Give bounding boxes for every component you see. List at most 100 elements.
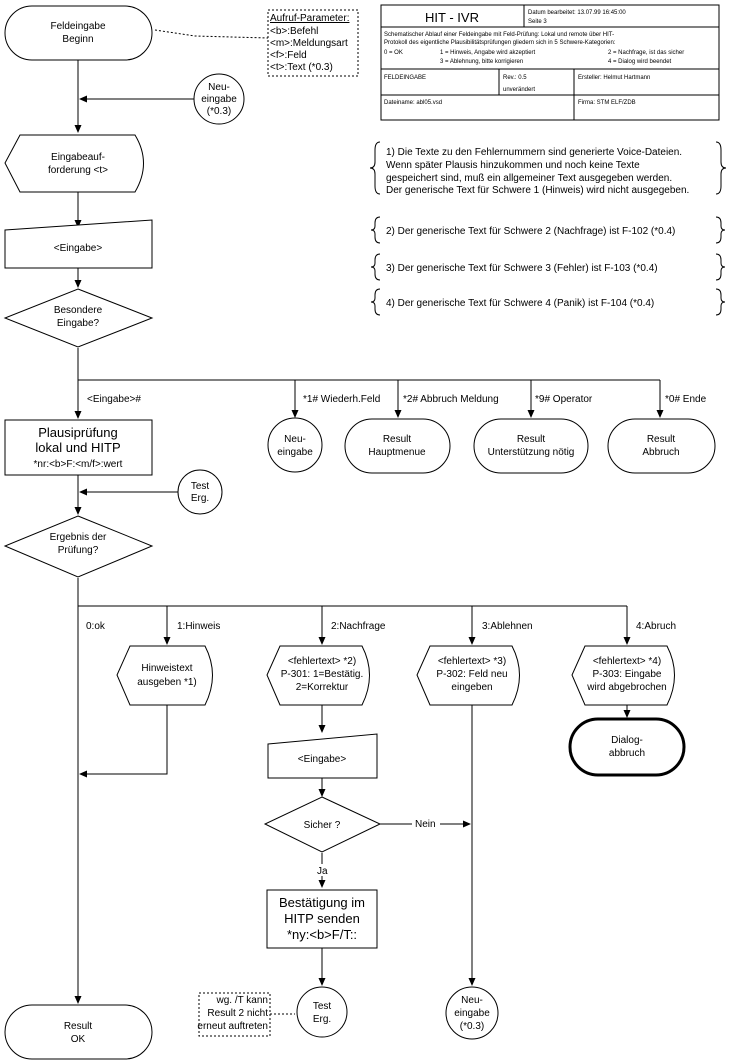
note-4-brace-right bbox=[715, 288, 726, 316]
ergebnis-label-2: Prüfung? bbox=[58, 545, 99, 556]
result-ok-2: OK bbox=[71, 1034, 86, 1045]
edge-hinweis-back bbox=[79, 705, 168, 778]
plaus-label-3: *nr:<b>F:<m/f>:wert bbox=[34, 459, 123, 470]
test-top-1: Test bbox=[191, 481, 210, 492]
test-bot-1: Test bbox=[313, 1001, 332, 1012]
edge-label-nachfrage: 2:Nachfrage bbox=[331, 621, 386, 632]
neueingabe-bottom-connector bbox=[445, 986, 499, 1040]
neueingabe-top-connector bbox=[193, 73, 245, 125]
legend-4: 4 = Dialog wird beendet bbox=[608, 59, 672, 65]
test-erg-bottom-connector bbox=[296, 986, 348, 1038]
start-label-2: Beginn bbox=[62, 34, 93, 45]
p303-display bbox=[571, 645, 675, 706]
result-abbruch-terminator bbox=[607, 418, 716, 474]
neueingabe-mid-2: eingabe bbox=[277, 447, 313, 458]
note-1-brace-right bbox=[715, 141, 727, 195]
legend-1: 1 = Hinweis, Angabe wird akzeptiert bbox=[440, 50, 536, 56]
edge-label-ja: Ja bbox=[317, 866, 328, 877]
test-bot-2: Erg. bbox=[313, 1014, 331, 1025]
header-section: FELDEINGABE bbox=[384, 75, 426, 81]
note-2-text: 2) Der generische Text für Schwere 2 (Na… bbox=[386, 226, 675, 237]
start-terminator bbox=[4, 5, 153, 61]
res-haupt-1: Result bbox=[383, 434, 412, 445]
params-line-1: <b>:Befehl bbox=[270, 26, 318, 37]
hinweistext-1: Hinweistext bbox=[141, 663, 192, 674]
res-abbruch-2: Abbruch bbox=[642, 447, 679, 458]
edge-label-hinweis: 1:Hinweis bbox=[177, 621, 220, 632]
bestaetigung-2: HITP senden bbox=[284, 911, 360, 926]
note-1-line-4: Der generische Text für Schwere 1 (Hinwe… bbox=[386, 185, 689, 196]
neueingabe-bot-3: (*0.3) bbox=[460, 1021, 484, 1032]
bestaetigung-process bbox=[266, 889, 378, 949]
res-unterst-1: Result bbox=[517, 434, 546, 445]
note-3-text: 3) Der generische Text für Schwere 3 (Fe… bbox=[386, 263, 658, 274]
eingabe-input-1 bbox=[4, 219, 153, 269]
bestaetigung-3: *ny:<b>F/T:: bbox=[287, 927, 357, 942]
neueingabe-top-1: Neu- bbox=[208, 82, 230, 93]
legend-2: 2 = Nachfrage, ist das sicher bbox=[608, 50, 684, 56]
dialog-abbruch-2: abbruch bbox=[609, 748, 645, 759]
bestaetigung-1: Bestätigung im bbox=[279, 895, 365, 910]
header-desc-2: Protokoll des eigentliche Plausibilitäts… bbox=[384, 40, 616, 46]
neueingabe-bot-2: eingabe bbox=[454, 1008, 490, 1019]
header-rev-status: unverändert bbox=[503, 87, 535, 93]
eingabe-1-label: <Eingabe> bbox=[54, 243, 103, 254]
p302-2: P-302: Feld neu bbox=[436, 669, 507, 680]
p302-1: <fehlertext> *3) bbox=[438, 656, 506, 667]
neueingabe-mid-1: Neu- bbox=[284, 434, 306, 445]
besondere-label-2: Eingabe? bbox=[57, 318, 100, 329]
note-1-brace-left bbox=[369, 141, 381, 195]
p301-2: P-301: 1=Bestätig. bbox=[281, 669, 364, 680]
result-unterstuetzung-terminator bbox=[473, 418, 589, 474]
params-line-3: <f>:Feld bbox=[270, 50, 307, 61]
prompt-display bbox=[4, 134, 144, 193]
note-3-brace-left bbox=[370, 253, 381, 281]
note-4-brace-left bbox=[370, 288, 381, 316]
ergebnis-decision bbox=[3, 515, 154, 578]
p301-1: <fehlertext> *2) bbox=[288, 656, 356, 667]
legend-0: 0 = OK bbox=[384, 50, 403, 56]
header-date: Datum bearbeitet: 13.07.99 16:45:00 bbox=[528, 10, 626, 16]
note-2-brace-right bbox=[715, 216, 726, 244]
edge-label-e0: *0# Ende bbox=[665, 394, 707, 405]
wg-note-1: wg. /T kann bbox=[215, 995, 268, 1006]
test-erg-top-connector bbox=[177, 469, 223, 515]
besondere-decision bbox=[3, 288, 154, 348]
result-hauptmenue-terminator bbox=[344, 418, 451, 474]
note-1-line-3: gespeichert sind, muß ein allgemeiner Te… bbox=[386, 173, 672, 184]
params-link bbox=[154, 29, 269, 39]
p301-display bbox=[266, 645, 370, 706]
result-ok-1: Result bbox=[64, 1021, 93, 1032]
p301-3: 2=Korrektur bbox=[296, 682, 349, 693]
note-1-line-1: 1) Die Texte zu den Fehlernummern sind g… bbox=[386, 147, 682, 158]
p302-3: eingeben bbox=[451, 682, 492, 693]
header-page: Seite 3 bbox=[528, 19, 547, 25]
wg-note-2: Result 2 nicht bbox=[207, 1008, 268, 1019]
prompt-label-2: forderung <t> bbox=[48, 165, 108, 176]
note-1-line-2: Wenn später Plausis hinzukommen und noch… bbox=[386, 160, 640, 171]
header-filename: Dateiname: abl05.vsd bbox=[384, 100, 442, 106]
legend-3: 3 = Ablehnung, bitte korrigieren bbox=[440, 59, 523, 65]
res-haupt-2: Hauptmenue bbox=[368, 447, 426, 458]
header-desc-1: Schematischer Ablauf einer Feldeingabe m… bbox=[384, 32, 614, 38]
dialog-abbruch-1: Dialog- bbox=[611, 735, 643, 746]
neueingabe-top-2: eingabe bbox=[201, 94, 237, 105]
edge-label-ok: 0:ok bbox=[86, 621, 106, 632]
edge-label-eingabe-hash: <Eingabe># bbox=[87, 394, 141, 405]
header-rev: Rev.: 0.5 bbox=[503, 75, 527, 81]
prompt-label-1: Eingabeauf- bbox=[51, 152, 105, 163]
params-title: Aufruf-Parameter: bbox=[270, 13, 349, 24]
p302-display bbox=[416, 645, 520, 706]
start-label-1: Feldeingabe bbox=[50, 21, 105, 32]
note-2-brace-left bbox=[370, 216, 381, 244]
neueingabe-bot-1: Neu- bbox=[461, 995, 483, 1006]
edge-label-abruch: 4:Abruch bbox=[636, 621, 676, 632]
params-line-2: <m>:Meldungsart bbox=[270, 38, 348, 49]
dialog-abbruch-terminator bbox=[568, 717, 686, 777]
p303-2: P-303: Eingabe bbox=[593, 669, 662, 680]
edge-label-e1: *1# Wiederh.Feld bbox=[303, 394, 380, 405]
wg-note-box bbox=[198, 992, 271, 1037]
neueingabe-top-3: (*0.3) bbox=[207, 106, 231, 117]
edge-label-nein-bg bbox=[412, 817, 440, 829]
